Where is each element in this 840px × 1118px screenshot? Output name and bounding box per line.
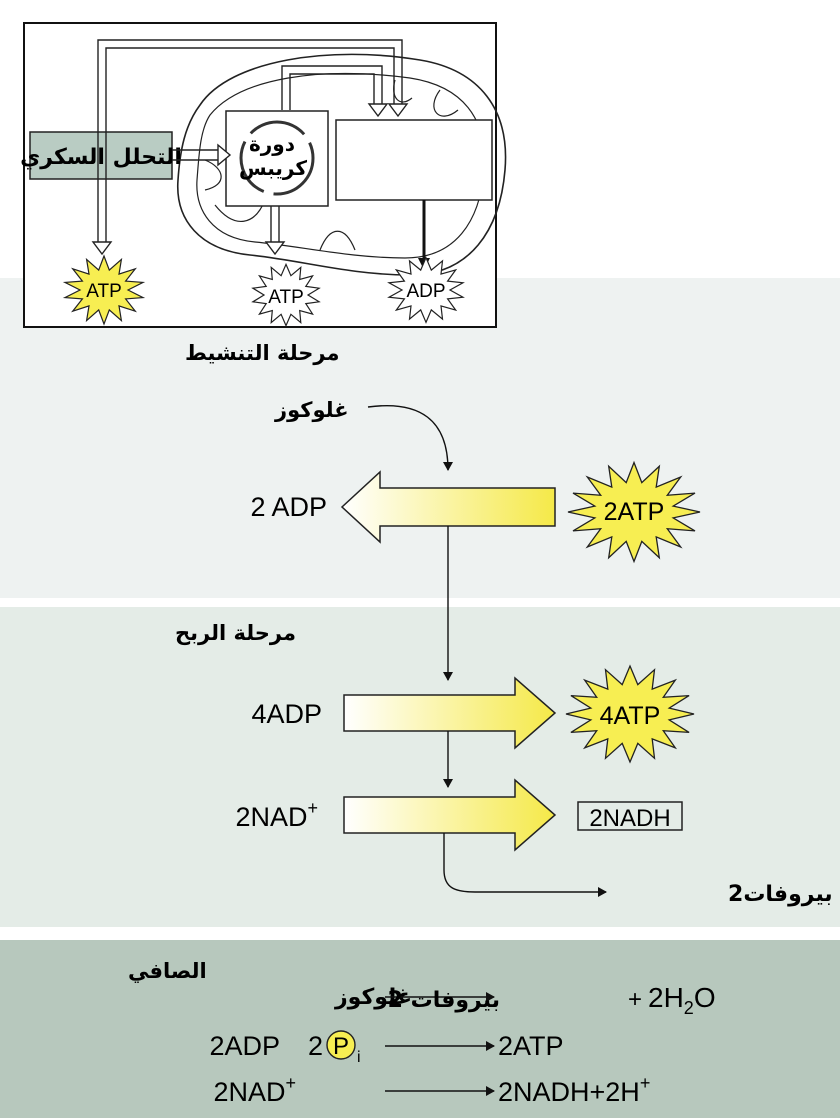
- glucose-input-arrow: [367, 405, 453, 471]
- atp-out-star: 4ATP: [565, 664, 695, 764]
- activation-title: مرحلة التنشيط: [185, 341, 339, 365]
- svg-text:ATP: ATP: [268, 287, 304, 308]
- net-row2-right: 2ATP: [498, 1031, 564, 1061]
- glucose-label: غلوكوز: [274, 398, 349, 422]
- net-row2-coef: 2: [308, 1031, 323, 1061]
- phosphate-circle: [326, 1030, 356, 1060]
- krebs-box: [225, 110, 329, 207]
- pyruvate-output-arrow: [443, 833, 607, 897]
- net-row2-left: 2ADP: [209, 1031, 280, 1061]
- adp-star-right: ADP: [387, 256, 465, 324]
- atp-star-left: ATP: [62, 254, 146, 326]
- krebs-label-line1: دورة: [249, 132, 295, 156]
- net-title: الصافي: [128, 959, 207, 983]
- payoff-nadh-arrow: [343, 778, 557, 852]
- atp-in-star: 2ATP: [567, 460, 701, 564]
- svg-text:ADP: ADP: [406, 281, 445, 302]
- payoff-atp-arrow: [343, 676, 557, 750]
- pyruvate-label: بيروفات2: [728, 882, 833, 907]
- net-result-band: [0, 940, 840, 1118]
- adp-in-label: 4ADP: [251, 699, 322, 729]
- payoff-title: مرحلة الربح: [175, 621, 296, 645]
- payoff-phase-band: [0, 607, 840, 927]
- nadh-box: [577, 801, 683, 831]
- mitochondrion-outer: [177, 53, 507, 276]
- phosphate-symbol: P: [333, 1033, 349, 1060]
- adp-out-label: 2 ADP: [250, 492, 327, 522]
- glycolysis-label: التحلل السكري: [20, 145, 182, 170]
- net-row3-left: 2NAD+: [213, 1073, 296, 1107]
- electron-transport-box: [335, 119, 493, 201]
- activation-big-arrow: [340, 470, 556, 544]
- svg-text:4ATP: 4ATP: [600, 702, 661, 730]
- net-row3-right: 2NADH+2H+: [498, 1073, 650, 1107]
- activation-phase-band: [0, 278, 840, 598]
- glycolysis-box: [29, 131, 173, 180]
- net-row1-plus: +: [628, 986, 642, 1013]
- phosphate-subscript: i: [357, 1049, 361, 1066]
- mitochondrion-inner: [196, 72, 485, 259]
- krebs-label-line2: كريبس: [239, 156, 307, 180]
- svg-text:ATP: ATP: [86, 281, 122, 302]
- net-row1-water: 2H2O: [648, 982, 716, 1018]
- nadh-out-label: 2NADH: [589, 805, 670, 832]
- net-row1-right: بيروفات 2: [388, 988, 500, 1013]
- svg-text:2ATP: 2ATP: [604, 498, 665, 526]
- nad-in-label: 2NAD+: [235, 798, 318, 832]
- overview-inset: التحلل السكري دورة كريبس: [20, 22, 507, 328]
- atp-star-middle: ATP: [251, 262, 321, 328]
